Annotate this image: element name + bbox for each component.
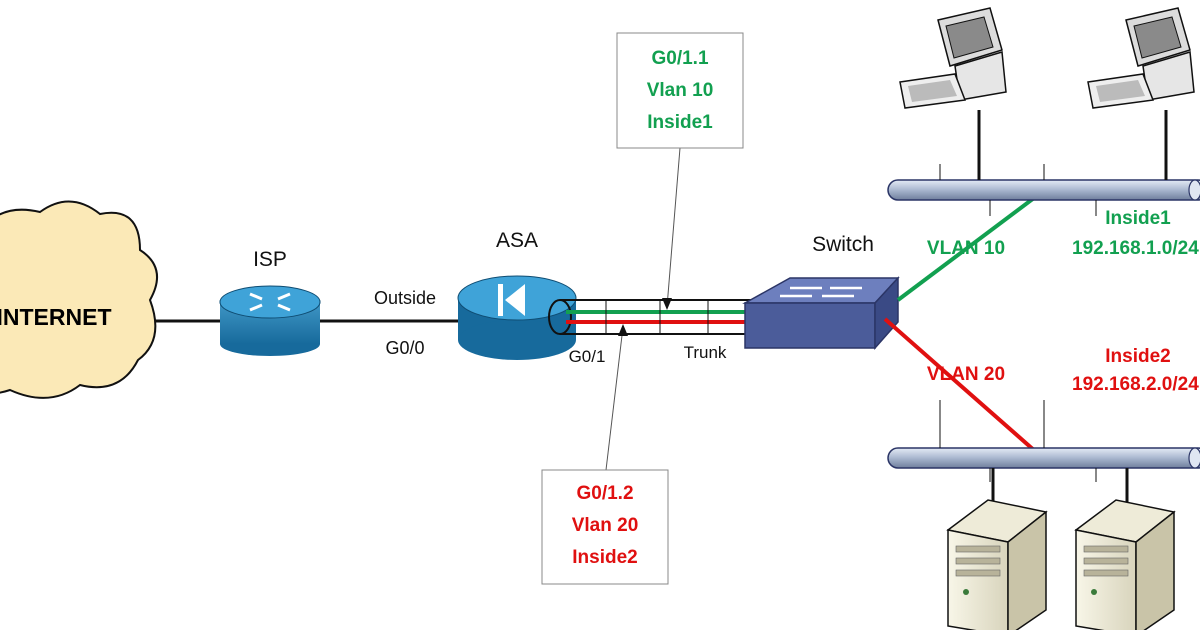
inside2-network: 192.168.2.0/24 [1072, 374, 1199, 395]
server-icon [946, 499, 1048, 630]
vlan10-label: VLAN 10 [927, 238, 1005, 259]
sub1-line2: Vlan 10 [647, 80, 714, 101]
workstation-icon [899, 7, 1007, 109]
internet-label: INTERNET [0, 304, 112, 330]
inside1-network: 192.168.1.0/24 [1072, 238, 1199, 259]
workstation-icon [1087, 7, 1195, 109]
callout-vlan10 [616, 32, 744, 310]
lan-segment-1 [887, 110, 1200, 216]
switch-icon [742, 276, 900, 350]
sub2-line2: Vlan 20 [572, 515, 639, 536]
vlan20-link [883, 317, 1046, 461]
router-icon [219, 285, 321, 356]
trunk-label: Trunk [684, 343, 727, 362]
callout-vlan20 [541, 324, 669, 585]
isp-label: ISP [253, 248, 287, 271]
inside2-name: Inside2 [1105, 346, 1170, 367]
firewall-icon [457, 275, 577, 360]
server-icon [1074, 499, 1176, 630]
outside-port-label: G0/0 [385, 338, 424, 358]
vlan10-link [896, 187, 1048, 302]
sub1-line1: G0/1.1 [651, 48, 708, 69]
sub1-line3: Inside1 [647, 112, 713, 133]
sub2-line1: G0/1.2 [576, 483, 633, 504]
outside-label: Outside [374, 288, 436, 308]
asa-port-label: G0/1 [569, 347, 606, 366]
switch-label: Switch [812, 233, 874, 256]
inside1-name: Inside1 [1105, 208, 1171, 229]
sub2-line3: Inside2 [572, 547, 637, 568]
asa-label: ASA [496, 229, 538, 252]
vlan20-label: VLAN 20 [927, 364, 1005, 385]
lan-segment-2 [887, 400, 1200, 512]
cloud-icon [0, 200, 159, 399]
